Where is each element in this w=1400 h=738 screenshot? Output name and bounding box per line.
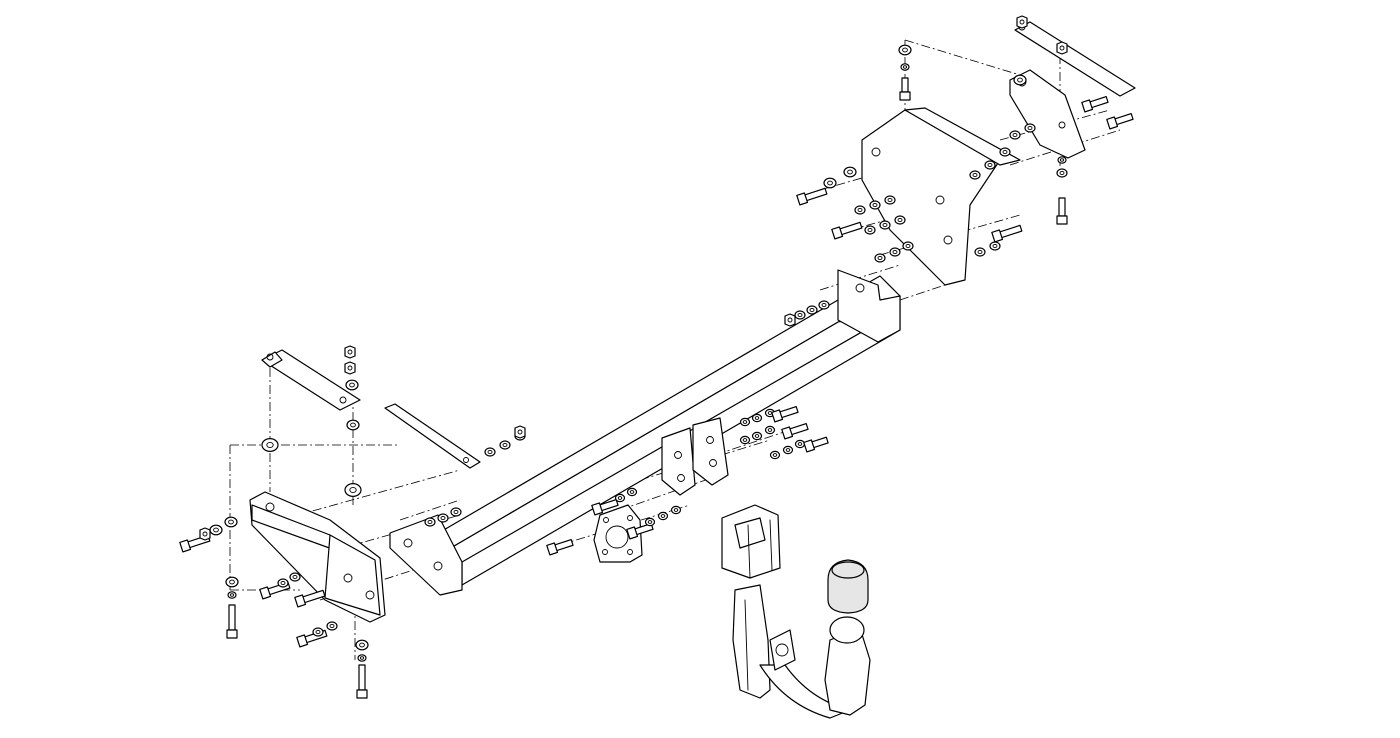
bolt <box>998 224 1023 239</box>
washer <box>357 654 367 662</box>
washer <box>794 439 806 449</box>
center-mount-plates <box>661 417 729 496</box>
washer <box>326 621 338 631</box>
washer <box>751 413 763 423</box>
left-inner-strap <box>384 403 481 469</box>
washer <box>984 160 996 170</box>
washer <box>864 225 876 235</box>
washer <box>974 247 986 257</box>
washer <box>854 205 866 215</box>
washer <box>355 639 369 651</box>
nut <box>344 345 356 359</box>
washer <box>894 215 906 225</box>
washer <box>751 431 763 441</box>
bolt <box>358 664 366 691</box>
washer <box>424 517 436 527</box>
bolt <box>1058 197 1066 217</box>
tow-ball-cap <box>827 559 869 614</box>
bolt <box>301 589 326 604</box>
washer <box>900 63 910 71</box>
washer <box>823 177 837 189</box>
washer <box>989 241 1001 251</box>
washer <box>769 450 781 460</box>
washer <box>764 425 776 435</box>
washer <box>806 305 818 315</box>
right-side-bracket <box>861 107 1021 286</box>
washer <box>344 483 362 498</box>
socket-plate <box>593 504 643 563</box>
washer <box>874 253 886 263</box>
washer <box>879 220 891 230</box>
washer <box>1009 130 1021 140</box>
washer <box>484 447 496 457</box>
washer <box>884 195 896 205</box>
washer <box>843 166 857 178</box>
nut <box>1056 41 1068 55</box>
bolt <box>838 221 863 236</box>
bolt <box>901 77 909 93</box>
washer <box>818 300 830 310</box>
washer <box>289 572 301 582</box>
washer <box>312 627 324 637</box>
washer <box>1024 123 1036 133</box>
washer <box>209 524 223 536</box>
washer <box>261 438 279 453</box>
washer <box>739 417 751 427</box>
washer <box>739 435 751 445</box>
left-top-strap <box>261 349 361 411</box>
washer <box>345 379 359 391</box>
bolt <box>228 604 236 631</box>
washer <box>277 578 289 588</box>
washer <box>782 445 794 455</box>
washer <box>969 170 981 180</box>
washer <box>670 505 682 515</box>
nut <box>199 527 211 541</box>
washer <box>644 517 656 527</box>
main-crossbar <box>389 269 901 596</box>
washer <box>225 576 239 588</box>
washer <box>657 511 669 521</box>
washer <box>224 516 238 528</box>
washer <box>1013 74 1027 86</box>
nut <box>514 425 526 439</box>
left-side-bracket <box>249 491 386 623</box>
bolt <box>803 187 828 202</box>
washer <box>889 247 901 257</box>
washer <box>1056 168 1068 178</box>
washer <box>898 44 912 56</box>
nut <box>1016 15 1028 29</box>
nut <box>344 361 356 375</box>
washer <box>437 513 449 523</box>
washer <box>626 487 638 497</box>
washer <box>614 493 626 503</box>
washer <box>902 241 914 251</box>
washer <box>869 200 881 210</box>
nut <box>784 313 796 327</box>
washer <box>794 310 806 320</box>
tow-ball-neck <box>732 584 871 719</box>
washer <box>499 440 511 450</box>
fastener-set <box>179 15 1134 699</box>
washer <box>450 507 462 517</box>
washer <box>227 591 237 599</box>
washer <box>346 419 360 431</box>
socket-housing <box>721 504 781 579</box>
washer <box>999 147 1011 157</box>
washer <box>1057 156 1067 164</box>
